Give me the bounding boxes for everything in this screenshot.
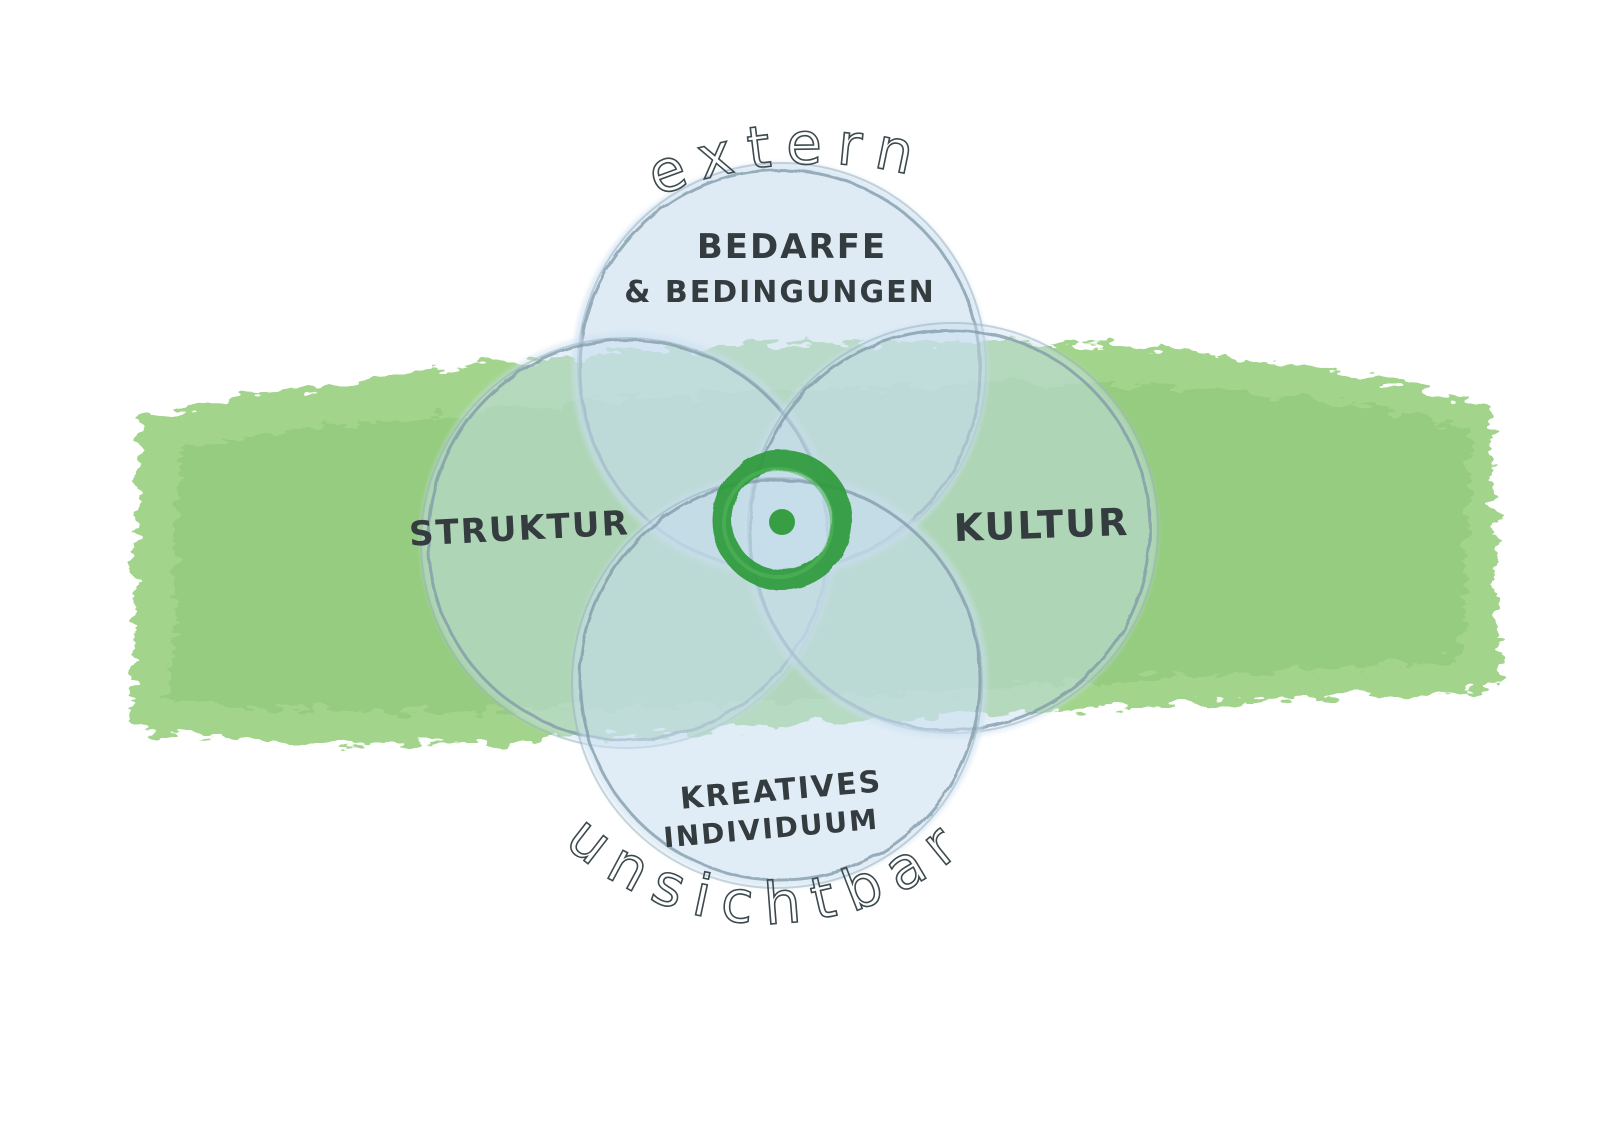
label-kultur: KULTUR: [953, 500, 1130, 550]
circles: [420, 162, 1159, 889]
label-bedarfe: BEDARFE: [697, 227, 887, 267]
circle-bottom: [571, 472, 988, 889]
label-bedingungen: & BEDINGUNGEN: [624, 275, 935, 310]
target-ring-icon: [712, 450, 852, 590]
